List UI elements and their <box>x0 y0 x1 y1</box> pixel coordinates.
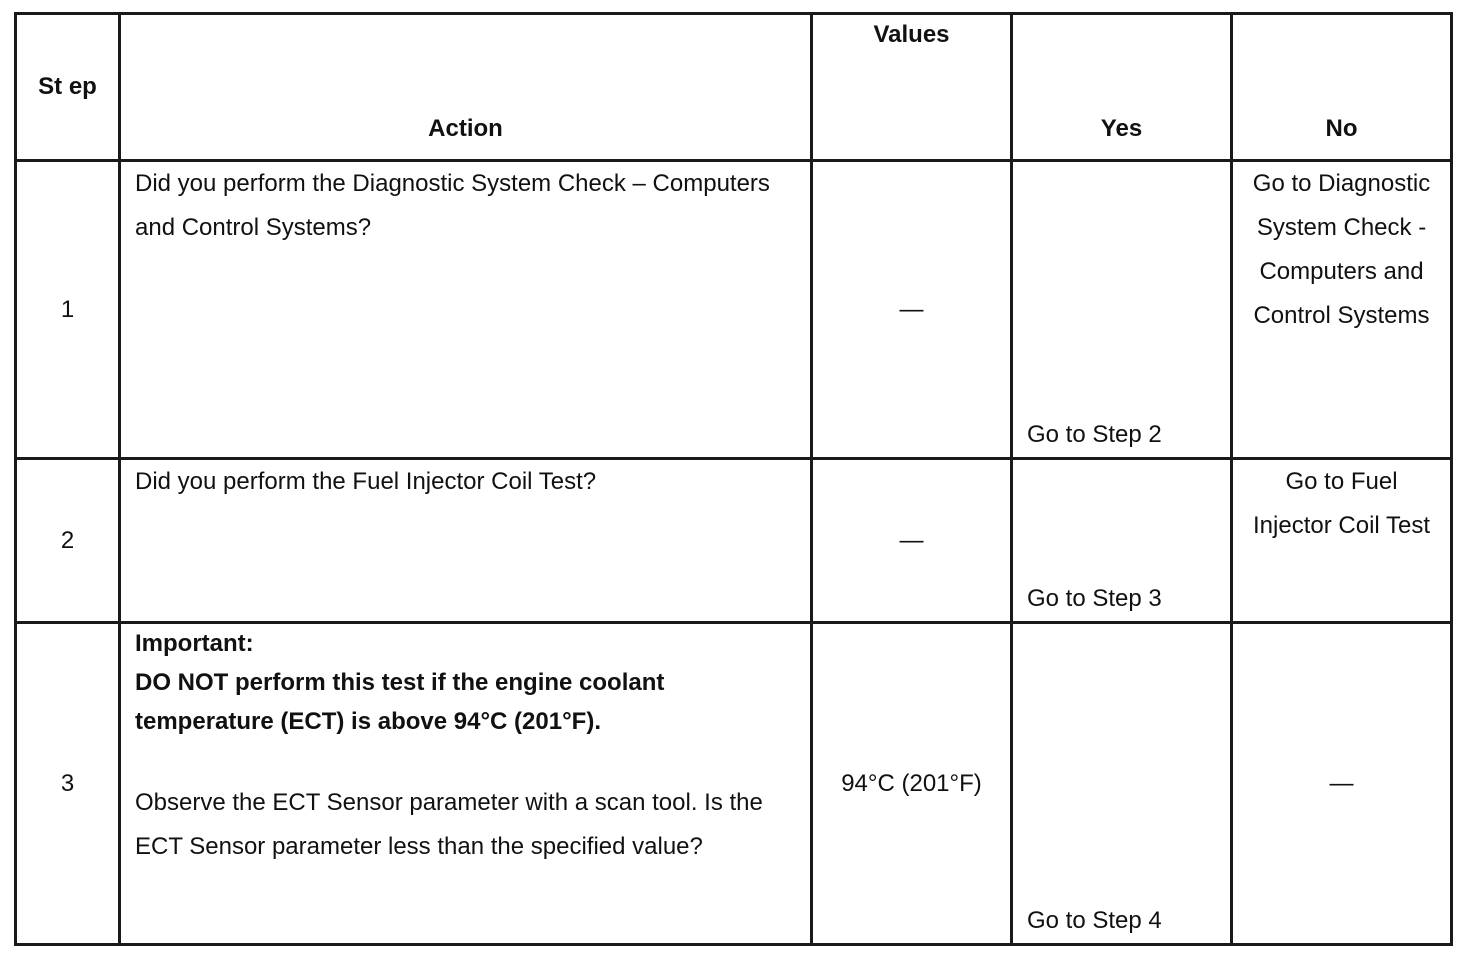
important-label: Important: <box>135 630 254 657</box>
values-cell: — <box>810 457 1013 624</box>
diagnostic-table: St ep Action Values Yes No 1 Did you per… <box>14 12 1453 946</box>
step-number: 2 <box>14 457 121 624</box>
table-header-row: St ep Action Values Yes No <box>14 12 1453 162</box>
action-cell: Important: DO NOT perform this test if t… <box>118 621 813 946</box>
header-no: No <box>1230 12 1453 162</box>
table-row: 1 Did you perform the Diagnostic System … <box>14 159 1453 460</box>
action-text: Did you perform the Fuel Injector Coil T… <box>118 457 813 624</box>
values-cell: — <box>810 159 1013 460</box>
no-link[interactable]: Go to Diagnostic System Check - Computer… <box>1230 159 1453 460</box>
step-number: 1 <box>14 159 121 460</box>
yes-link[interactable]: Go to Step 2 <box>1010 159 1233 460</box>
header-yes: Yes <box>1010 12 1233 162</box>
header-values: Values <box>810 12 1013 162</box>
no-cell: — <box>1230 621 1453 946</box>
no-link[interactable]: Go to Fuel Injector Coil Test <box>1230 457 1453 624</box>
spacer <box>135 741 796 781</box>
values-cell: 94°C (201°F) <box>810 621 1013 946</box>
action-text: Observe the ECT Sensor parameter with a … <box>135 789 763 860</box>
header-action: Action <box>118 12 813 162</box>
table-row: 3 Important: DO NOT perform this test if… <box>14 621 1453 946</box>
yes-link[interactable]: Go to Step 4 <box>1010 621 1233 946</box>
yes-link[interactable]: Go to Step 3 <box>1010 457 1233 624</box>
header-step: St ep <box>14 12 121 162</box>
action-text: Did you perform the Diagnostic System Ch… <box>118 159 813 460</box>
important-warning: DO NOT perform this test if the engine c… <box>135 669 665 735</box>
table-row: 2 Did you perform the Fuel Injector Coil… <box>14 457 1453 624</box>
step-number: 3 <box>14 621 121 946</box>
